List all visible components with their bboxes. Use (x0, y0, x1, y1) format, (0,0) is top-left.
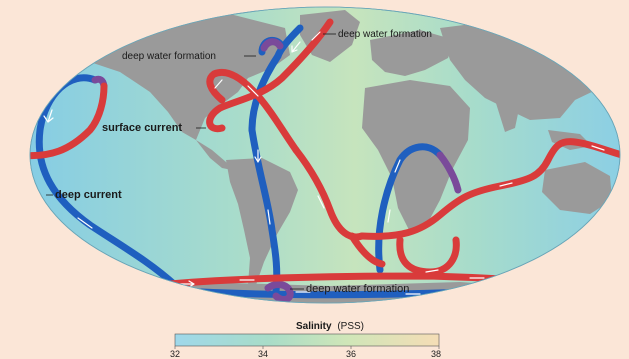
india (495, 100, 520, 132)
salinity-legend: Salinity (PSS) 32 34 36 38 (170, 321, 441, 359)
legend-tick-1: 34 (258, 349, 268, 359)
surface-current-pacific-west (30, 82, 108, 160)
legend-tick-3: 38 (431, 349, 441, 359)
current-arrows (43, 31, 605, 295)
deep-current-labrador (274, 24, 304, 60)
label-deep-water-formation-labrador: deep water formation (122, 51, 216, 62)
label-deep-water-formation-north: deep water formation (338, 29, 432, 40)
legend-unit: (PSS) (337, 321, 364, 332)
label-deep-current: deep current (55, 189, 122, 201)
central-america (196, 140, 232, 170)
australia (542, 162, 612, 214)
legend-colorbar (174, 333, 440, 347)
globe-outline (29, 6, 621, 304)
deep-current-atlantic (248, 126, 281, 296)
label-deep-water-formation-south: deep water formation (306, 283, 409, 295)
transition-greenland (260, 38, 284, 52)
label-surface-current: surface current (102, 122, 182, 134)
south-america (226, 158, 298, 285)
annotation-leaders (46, 33, 336, 290)
surface-current-gulf (206, 69, 300, 154)
legend-title: Salinity (296, 321, 332, 332)
transition-weddell (264, 281, 294, 303)
europe (370, 30, 455, 76)
surface-current-agulhas (348, 232, 386, 268)
legend-tick-0: 32 (170, 349, 180, 359)
greenland (300, 10, 360, 62)
transition-currents (91, 38, 462, 303)
surface-current-indian (358, 138, 620, 240)
transition-indian (436, 151, 462, 194)
legend-tick-2: 36 (346, 349, 356, 359)
africa (362, 80, 470, 232)
surface-currents (30, 18, 620, 292)
svg-text:Salinity (PSS): Salinity (PSS) (296, 321, 364, 332)
surface-current-indian-loop (396, 236, 460, 276)
